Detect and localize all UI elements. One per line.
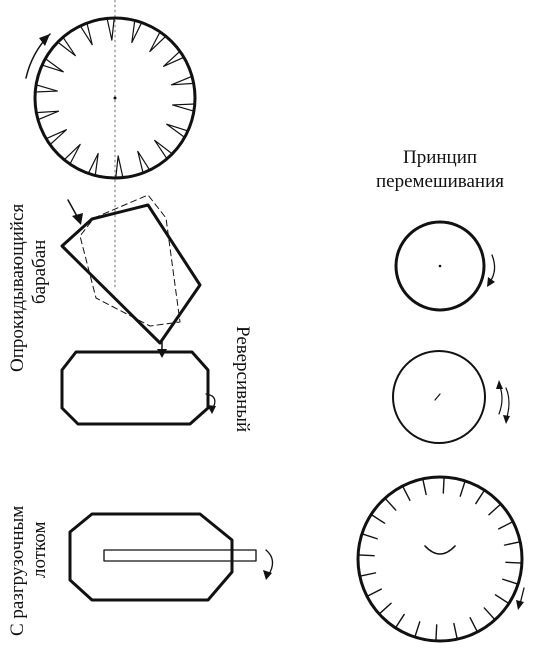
blade xyxy=(505,561,523,564)
blade xyxy=(422,478,427,496)
blade xyxy=(378,602,392,615)
blade xyxy=(442,476,445,494)
blade xyxy=(45,129,68,146)
blade xyxy=(366,588,382,598)
blade xyxy=(503,541,521,546)
blade xyxy=(41,58,64,73)
blade xyxy=(494,594,510,605)
blade xyxy=(171,103,196,112)
blade xyxy=(63,143,81,165)
blade xyxy=(384,497,397,511)
blade xyxy=(79,22,93,46)
chute-drum xyxy=(68,512,274,602)
tipping-drum xyxy=(60,194,202,358)
blade xyxy=(435,624,438,642)
blade xyxy=(488,503,502,516)
drum-with-blades-top xyxy=(33,0,197,201)
drum-with-blades-bottom xyxy=(356,475,525,643)
reversing-drum xyxy=(60,350,216,426)
blade xyxy=(106,17,115,41)
blade xyxy=(394,613,405,629)
blade xyxy=(170,75,195,86)
blade xyxy=(370,513,386,524)
principle-circle-1 xyxy=(394,220,496,312)
label-principle-line2: перемешивания xyxy=(375,171,505,192)
blade xyxy=(137,150,151,174)
label-tipping-drum-line1: Опрокидывающийся xyxy=(7,203,28,372)
principle-circle-2 xyxy=(392,350,510,444)
blade xyxy=(131,19,143,44)
blade xyxy=(475,489,486,505)
blade xyxy=(166,123,189,138)
blade xyxy=(357,554,375,557)
blade xyxy=(115,155,124,179)
blade xyxy=(459,480,466,497)
blade xyxy=(502,578,519,585)
blade xyxy=(149,31,167,53)
blade xyxy=(35,110,60,121)
blade xyxy=(401,485,411,501)
blade xyxy=(414,621,421,638)
blade xyxy=(453,622,458,640)
label-principle-line1: Принцип xyxy=(402,147,478,168)
label-chute-line2: лотком xyxy=(29,521,50,578)
label-tipping-drum-line2: барабан xyxy=(29,239,50,304)
blade xyxy=(361,533,378,540)
blade xyxy=(469,617,479,633)
label-reverse: Реверсивный xyxy=(232,326,253,433)
blade xyxy=(483,607,496,621)
blade xyxy=(34,84,59,93)
rotation-arrowhead-top xyxy=(39,34,50,46)
blade xyxy=(498,520,514,530)
blade xyxy=(87,152,99,177)
label-principle: Принцип перемешивания xyxy=(360,146,520,194)
blade xyxy=(162,50,185,67)
blade xyxy=(154,139,173,160)
blade xyxy=(359,572,377,577)
label-chute-line1: С разгрузочным xyxy=(7,505,28,636)
blade xyxy=(57,36,76,57)
